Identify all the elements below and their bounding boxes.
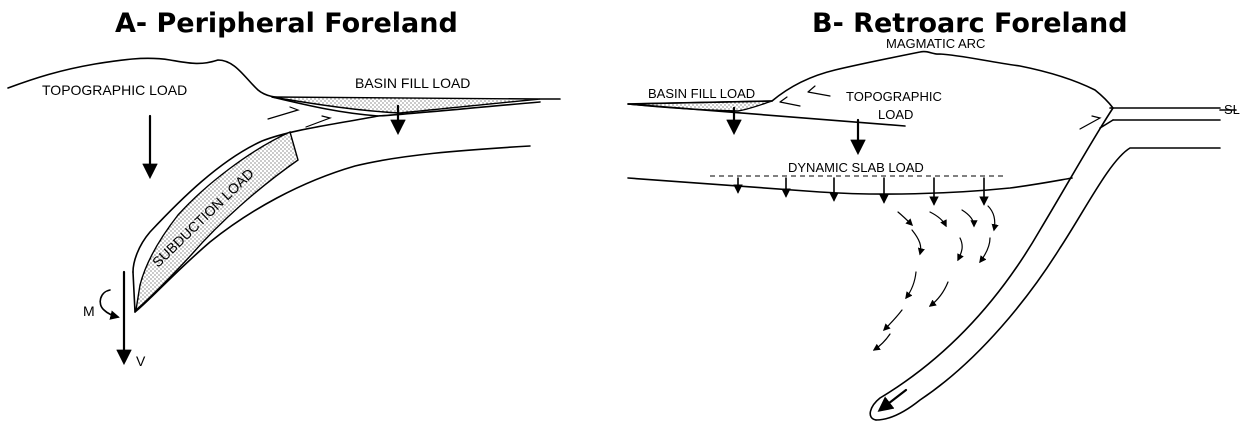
mantle-flow-arrow-1 <box>897 211 914 227</box>
basal-decollement <box>627 103 906 127</box>
moment-label: M <box>83 303 95 319</box>
mantle-flow-arrow-5 <box>911 229 925 256</box>
magmatic-arc-topography <box>771 50 1114 109</box>
subducting-plate-bottom <box>134 145 531 313</box>
topographic-load-label: TOPOGRAPHIC LOAD <box>42 82 187 98</box>
shear-label: V <box>136 353 146 369</box>
panel-b-title: B- Retroarc Foreland <box>812 8 1128 39</box>
thrust-arrow-1 <box>267 106 300 120</box>
topographic-label-line2: LOAD <box>878 107 913 122</box>
topographic-label-line1: TOPOGRAPHIC <box>846 89 942 104</box>
mantle-flow-arrow-8 <box>905 271 917 300</box>
basin-fill-load-label: BASIN FILL LOAD <box>355 75 470 91</box>
thrust-arrow-b3 <box>1079 115 1102 130</box>
slab-tip <box>132 271 136 313</box>
upper-plate-base <box>271 96 379 117</box>
thrust-arrow-b1 <box>807 85 831 97</box>
topographic-surface <box>7 57 291 99</box>
basin-fill-wedge <box>271 96 541 114</box>
mantle-flow-arrow-3 <box>961 209 978 228</box>
sea-level-label: SL <box>1224 102 1240 117</box>
dynamic-slab-load-label: DYNAMIC SLAB LOAD <box>788 160 924 175</box>
slab-sinking-arrow <box>877 388 908 412</box>
thrust-arrow-b2 <box>779 96 801 107</box>
mantle-flow-arrow-4 <box>987 205 999 232</box>
mantle-flow-arrow-10 <box>882 309 903 332</box>
subduction-load-band <box>135 131 299 312</box>
slab-upper <box>869 107 1114 421</box>
retroarc-basin-surface <box>627 100 773 105</box>
slab-lower <box>875 147 1221 421</box>
thrust-arrow-2 <box>305 115 333 128</box>
panel-a-title: A- Peripheral Foreland <box>115 8 458 39</box>
moment-arrow <box>99 289 120 320</box>
panel-b: B- Retroarc Foreland <box>627 8 1240 421</box>
basin-fill-load-label-b: BASIN FILL LOAD <box>648 86 755 101</box>
panel-a: A- Peripheral Foreland TOPOGRAPHIC LOAD … <box>7 8 561 369</box>
mantle-flow-arrow-9 <box>928 281 949 307</box>
mantle-flow-arrow-7 <box>979 237 991 264</box>
magmatic-arc-label: MAGMATIC ARC <box>886 36 985 51</box>
trench-notch <box>1099 119 1114 129</box>
mantle-flow-arrow-6 <box>957 237 964 262</box>
subducting-plate-top <box>132 101 541 273</box>
lithosphere-base <box>627 177 1073 195</box>
mantle-flow-arrow-2 <box>929 211 947 228</box>
mantle-flow-arrow-11 <box>872 333 891 351</box>
